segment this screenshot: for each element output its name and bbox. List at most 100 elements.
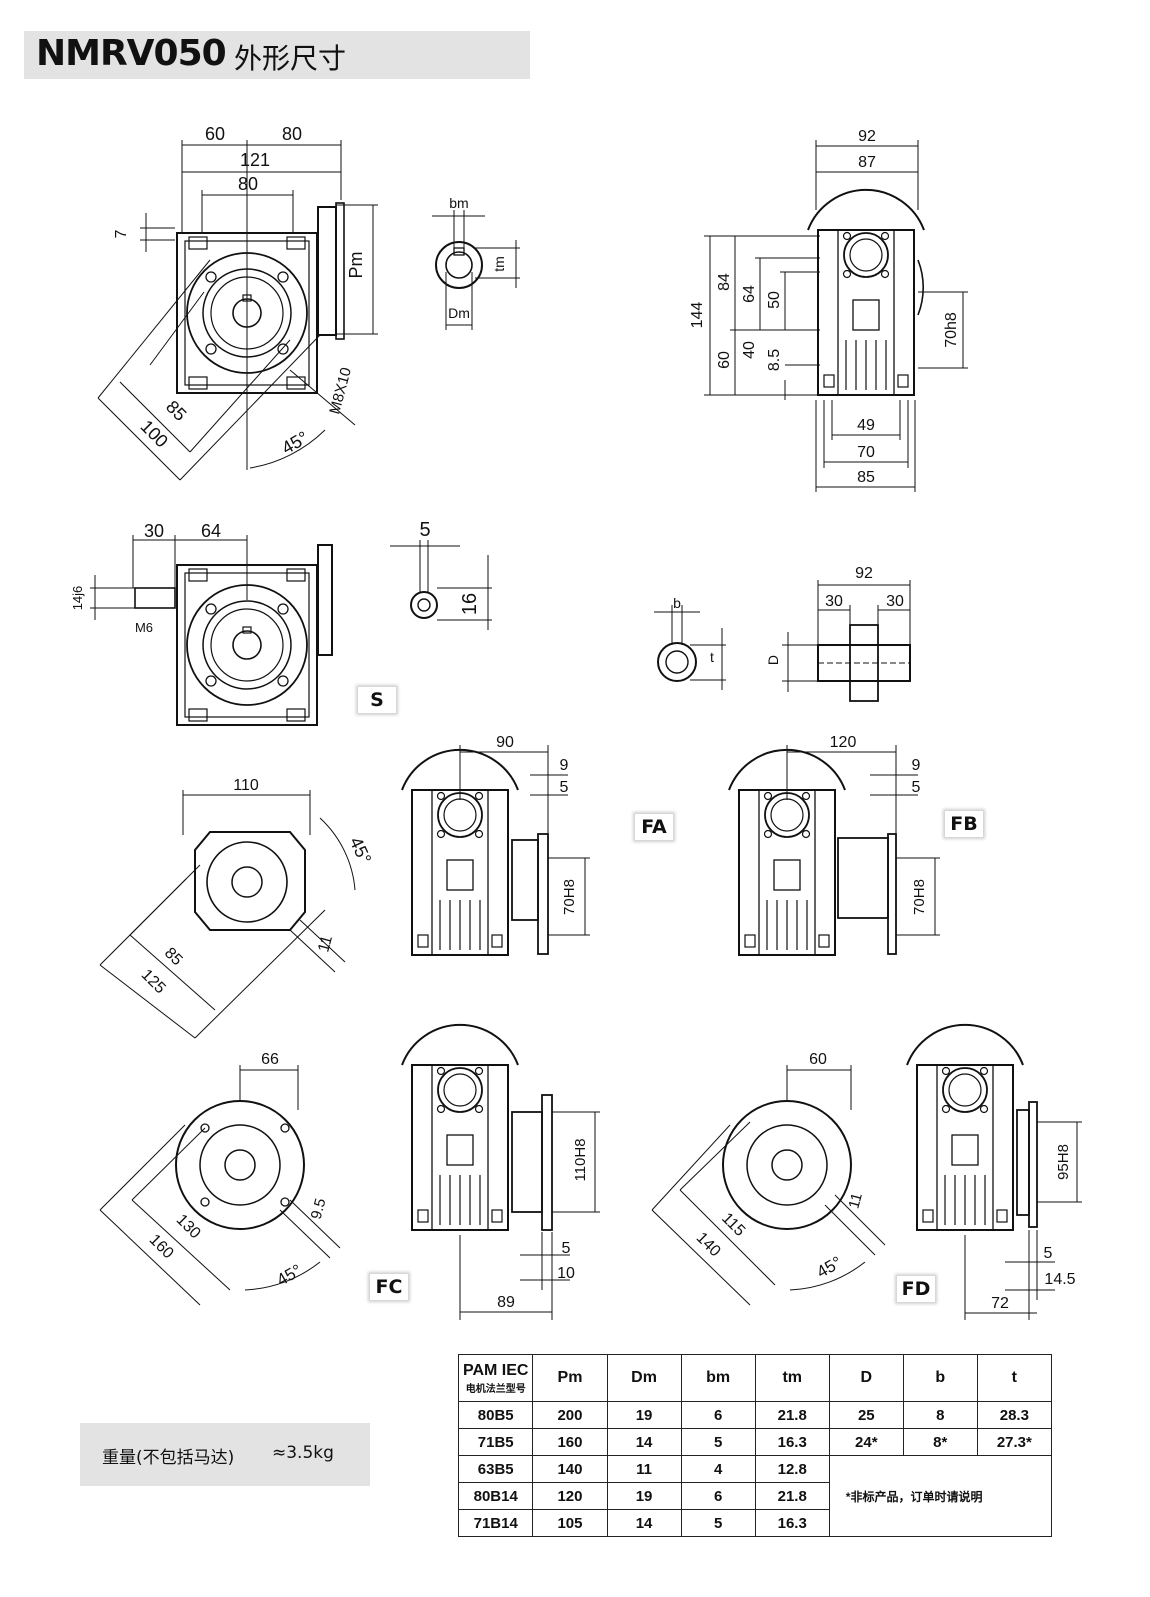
cell-pm: 105 xyxy=(532,1509,608,1537)
table-row: 71B14 105 14 5 16.3 xyxy=(457,1509,1052,1537)
dim-label: 89 xyxy=(497,1294,515,1311)
dim-label: 30 xyxy=(825,593,843,610)
dim-label: bm xyxy=(449,195,468,211)
dim-label: 9.5 xyxy=(308,1197,330,1222)
dim-label: 92 xyxy=(855,565,873,582)
cell-bm: 6 xyxy=(680,1482,756,1510)
table-row: 80B14 120 19 6 21.8 xyxy=(457,1482,1052,1510)
header-b: b xyxy=(902,1354,978,1402)
dim-label: 110 xyxy=(233,777,259,794)
dim-label: 14j6 xyxy=(70,586,85,611)
side-view-top-right: 92 87 144 84 64 50 60 40 8.5 70h8 49 70 … xyxy=(689,128,968,492)
cell-tm: 16.3 xyxy=(754,1428,830,1456)
header-pam-main: PAM IEC xyxy=(462,1361,529,1379)
dim-label: 8.5 xyxy=(766,349,783,371)
hollow-shaft-view: b t 92 30 30 D xyxy=(654,565,911,702)
cell-pm: 120 xyxy=(532,1482,608,1510)
dim-label: 90 xyxy=(496,734,514,751)
dim-label: 64 xyxy=(201,521,221,541)
dim-label: 5 xyxy=(560,779,569,796)
dim-label: 87 xyxy=(858,154,876,171)
dim-label: 70H8 xyxy=(911,879,928,915)
thread-label: M6 xyxy=(135,620,153,635)
dim-label: 144 xyxy=(689,302,706,329)
cell-pam: 71B5 xyxy=(457,1428,534,1456)
cell-dm: 19 xyxy=(606,1401,682,1429)
header-tm: tm xyxy=(754,1354,830,1402)
header-dm: Dm xyxy=(606,1354,682,1402)
fb-flange-view: 120 9 5 70H8 xyxy=(728,734,940,956)
fa-flange-view: 110 45° 85 125 11 90 9 5 70H8 xyxy=(99,734,590,1039)
dim-label: 84 xyxy=(716,273,733,291)
table-row: 71B5 160 14 5 16.3 24* 8* 27.3* xyxy=(457,1428,1053,1456)
fc-flange-view: 66 130 160 9.5 45° 110H8 5 10 89 xyxy=(99,1023,600,1320)
table-row: 63B5 140 11 4 12.8 *非标产品，订单时请说明 xyxy=(457,1455,1053,1537)
view-label-fd: FD xyxy=(897,1276,935,1302)
table-note: *非标产品，订单时请说明 xyxy=(828,1455,1053,1537)
cell-dm: 19 xyxy=(606,1482,682,1510)
header-bm: bm xyxy=(680,1354,756,1402)
dim-label: 72 xyxy=(991,1295,1009,1312)
dim-label: 66 xyxy=(261,1051,279,1068)
dim-label: 5 xyxy=(1044,1245,1053,1262)
dim-label: 10 xyxy=(557,1265,575,1282)
dim-label: b xyxy=(673,595,681,611)
cell-t: 28.3 xyxy=(976,1401,1053,1429)
dim-label: 92 xyxy=(858,128,876,145)
cell-t: 27.3* xyxy=(976,1428,1053,1456)
dim-label: 50 xyxy=(766,291,783,309)
dim-label: 110H8 xyxy=(572,1138,589,1181)
angle-label: 45° xyxy=(278,427,312,458)
dim-label: 11 xyxy=(845,1191,865,1210)
dim-label: 60 xyxy=(809,1051,827,1068)
dim-label: 30 xyxy=(886,593,904,610)
cell-tm: 16.3 xyxy=(754,1509,830,1537)
dim-label: tm xyxy=(491,256,507,272)
model-title: NMRV050 xyxy=(36,33,227,74)
cell-tm: 21.8 xyxy=(754,1482,830,1510)
header-pm: Pm xyxy=(532,1354,608,1402)
keyway-detail: bm tm Dm xyxy=(432,195,520,330)
cell-b: 8* xyxy=(902,1428,978,1456)
cell-pm: 140 xyxy=(532,1455,608,1483)
cell-pm: 160 xyxy=(532,1428,608,1456)
cell-dm: 14 xyxy=(606,1428,682,1456)
dim-label: 7 xyxy=(113,229,130,238)
dim-label: Pm xyxy=(346,252,366,279)
cell-dm: 11 xyxy=(606,1455,682,1483)
dim-label: 5 xyxy=(562,1240,571,1257)
header-t: t xyxy=(976,1354,1053,1402)
dim-label: 120 xyxy=(830,734,857,751)
weight-box: 重量(不包括马达) ≈3.5kg xyxy=(80,1423,370,1486)
dim-label: Dm xyxy=(448,305,470,321)
dim-label: 70H8 xyxy=(561,879,578,915)
dim-label: 49 xyxy=(857,417,875,434)
cell-pam: 80B14 xyxy=(457,1482,534,1510)
dim-label: 9 xyxy=(912,757,921,774)
dim-label: 60 xyxy=(205,124,225,144)
cell-d: 25 xyxy=(828,1401,904,1429)
dim-label: 100 xyxy=(137,416,172,451)
cell-tm: 12.8 xyxy=(754,1455,830,1483)
dim-label: 64 xyxy=(741,285,758,303)
cell-b: 8 xyxy=(902,1401,978,1429)
cell-pam: 71B14 xyxy=(457,1509,534,1537)
cell-bm: 6 xyxy=(680,1401,756,1429)
dim-label: 80 xyxy=(238,174,258,194)
dim-label: 40 xyxy=(741,341,758,359)
cell-bm: 5 xyxy=(680,1428,756,1456)
dim-label: 130 xyxy=(173,1211,204,1242)
input-shaft-view: 30 64 14j6 M6 5 16 xyxy=(70,519,492,726)
dim-label: 115 xyxy=(718,1210,748,1240)
dim-label: 121 xyxy=(240,150,270,170)
view-label-s: S xyxy=(358,687,396,713)
dim-label: 60 xyxy=(716,351,733,369)
header-pam-sub: 电机法兰型号 xyxy=(465,1383,526,1395)
header-pam: PAM IEC 电机法兰型号 xyxy=(457,1354,534,1402)
cell-bm: 4 xyxy=(680,1455,756,1483)
dim-label: t xyxy=(710,649,714,665)
thread-label: M8X10 xyxy=(326,366,355,416)
title-bar: NMRV050 外形尺寸 xyxy=(24,31,530,79)
